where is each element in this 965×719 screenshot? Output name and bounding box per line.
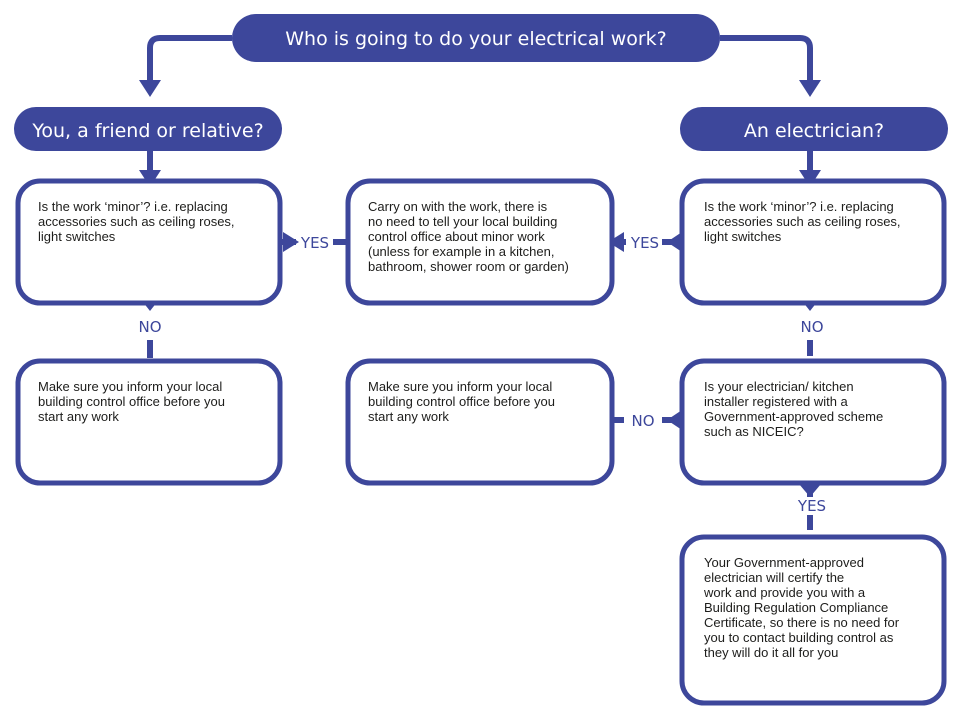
arrowhead-registered-no — [667, 410, 682, 430]
no-label-right: NO — [800, 318, 823, 336]
left-inform-box — [15, 358, 283, 486]
right-certify-text: Your Government-approved electrician wil… — [704, 555, 900, 660]
arrowhead-right-yes — [667, 232, 682, 252]
arrowhead-left-branch — [139, 80, 161, 97]
right-branch-text: An electrician? — [744, 120, 884, 142]
middle-carry-on-box — [345, 178, 615, 306]
arrowhead-right-branch — [799, 80, 821, 97]
content-boxes — [15, 178, 947, 706]
yes-label-left: YES — [300, 234, 329, 252]
middle-inform-text: Make sure you inform your local building… — [368, 379, 555, 424]
right-branch-pill — [680, 107, 948, 151]
yes-label-right: YES — [630, 234, 659, 252]
arrowhead-middle-box — [283, 232, 299, 252]
left-minor-box — [15, 178, 283, 306]
connector-question-left — [147, 35, 232, 82]
yes-label-bottom: YES — [797, 497, 826, 515]
right-registered-box — [679, 358, 947, 486]
right-registered-text: Is your electrician/ kitchen installer r… — [704, 379, 884, 439]
left-inform-text: Make sure you inform your local building… — [38, 379, 225, 424]
no-label-left: NO — [138, 318, 161, 336]
middle-inform-box — [345, 358, 615, 486]
middle-carry-on-text: Carry on with the work, there is no need… — [368, 199, 569, 274]
right-minor-box — [679, 178, 947, 306]
no-label-middle: NO — [631, 412, 654, 430]
arrowhead-registered-yes — [799, 484, 821, 497]
left-minor-text: Is the work ‘minor’? i.e. replacing acce… — [38, 199, 235, 244]
right-certify-box — [679, 534, 947, 706]
left-branch-pill — [14, 107, 282, 151]
question-text: Who is going to do your electrical work? — [285, 28, 667, 50]
connector-question-right — [720, 35, 813, 82]
question-pill — [232, 14, 720, 62]
right-minor-text: Is the work ‘minor’? i.e. replacing acce… — [704, 199, 901, 244]
left-branch-text: You, a friend or relative? — [31, 120, 263, 142]
arrowhead-yes-middle-box — [608, 232, 624, 252]
